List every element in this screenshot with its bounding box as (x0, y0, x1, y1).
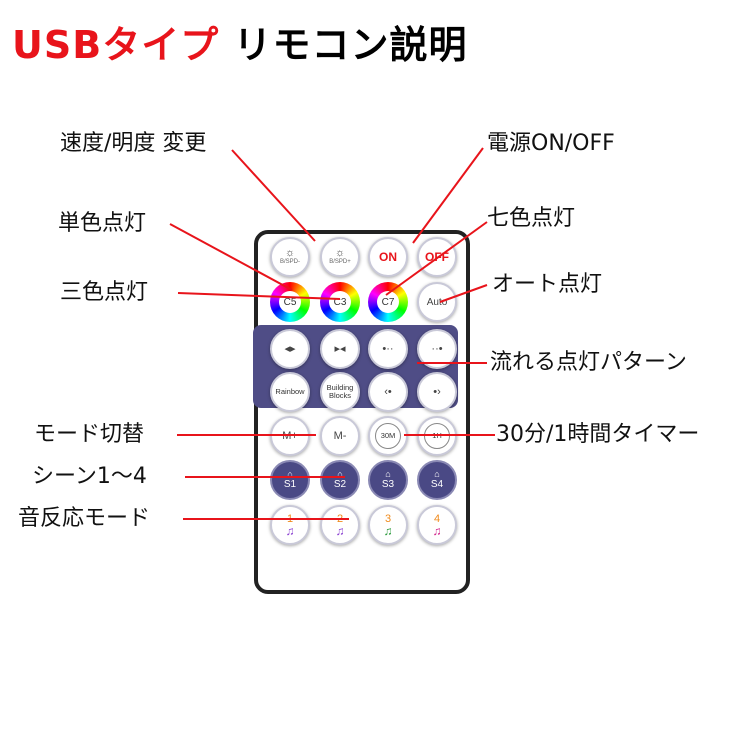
timer-30m-button[interactable]: 30M (368, 416, 408, 456)
label-timer: 30分/1時間タイマー (496, 422, 700, 447)
music-note-icon: ♫ (432, 523, 442, 538)
music-note-icon: ♫ (285, 523, 295, 538)
callout-line-power (412, 147, 484, 244)
dot-left-icon: •·· (382, 342, 394, 355)
flow-pattern-6-button[interactable]: •› (417, 372, 457, 412)
blocks-label: Blocks (328, 391, 352, 400)
chevron-dot-right-icon: •› (433, 385, 441, 398)
sound-mode-4-button[interactable]: 4 ♫ (417, 505, 457, 545)
rainbow-button[interactable]: Rainbow (270, 372, 310, 412)
flow-pattern-2-button[interactable]: ▸◂ (320, 329, 360, 369)
on-label: ON (379, 250, 397, 264)
scene-2-button[interactable]: ⌂ S2 (320, 460, 360, 500)
label-mode-switch: モード切替 (34, 422, 145, 447)
music-note-icon: ♫ (335, 523, 345, 538)
m-minus-label: M- (333, 429, 347, 442)
auto-label: Auto (426, 296, 448, 308)
house-icon: ⌂ (287, 469, 293, 479)
label-speed-brightness: 速度/明度 変更 (60, 131, 207, 156)
c7-label: C7 (377, 291, 399, 313)
n3-label: 3 (384, 512, 392, 525)
callout-line-speed (231, 149, 316, 242)
c3-label: C3 (329, 291, 351, 313)
title-remote-desc: リモコン説明 (233, 23, 468, 67)
s1-label: S1 (283, 479, 297, 490)
title-usb-type: USBタイプ (12, 23, 220, 67)
single-color-c3-button[interactable]: C3 (320, 282, 360, 322)
flow-pattern-3-button[interactable]: •·· (368, 329, 408, 369)
brightness-speed-down-button[interactable]: ☼ B/SPD- (270, 237, 310, 277)
spd-minus-label: B/SPD- (279, 259, 300, 265)
rainbow-label: Rainbow (275, 387, 305, 396)
s4-label: S4 (430, 479, 444, 490)
house-icon: ⌂ (337, 469, 343, 479)
brightness-speed-up-button[interactable]: ☼ B/SPD+ (320, 237, 360, 277)
s2-label: S2 (333, 479, 347, 490)
label-sound-mode: 音反応モード (18, 506, 151, 531)
s3-label: S3 (381, 479, 395, 490)
music-note-icon: ♫ (383, 523, 393, 538)
flow-pattern-1-button[interactable]: ◂▸ (270, 329, 310, 369)
sound-mode-3-button[interactable]: 3 ♫ (368, 505, 408, 545)
auto-button[interactable]: Auto (417, 282, 457, 322)
sun-icon: ☼ (284, 247, 296, 259)
dot-right-icon: ··• (431, 342, 443, 355)
arrows-out-icon: ◂▸ (284, 342, 296, 355)
scene-1-button[interactable]: ⌂ S1 (270, 460, 310, 500)
chevron-dot-left-icon: ‹• (384, 385, 392, 398)
building-label: Building (326, 383, 354, 392)
flow-pattern-5-button[interactable]: ‹• (368, 372, 408, 412)
label-scene: シーン1〜4 (32, 464, 147, 489)
label-power: 電源ON/OFF (487, 131, 615, 156)
callout-line-auto (439, 284, 488, 303)
label-auto: オート点灯 (492, 272, 603, 297)
sun-icon: ☼ (334, 247, 346, 259)
page-title: USBタイプ リモコン説明 (12, 14, 467, 69)
callout-line-three-color (177, 292, 341, 300)
label-seven-color: 七色点灯 (487, 206, 576, 231)
label-three-color: 三色点灯 (60, 280, 149, 305)
power-on-button[interactable]: ON (368, 237, 408, 277)
spd-plus-label: B/SPD+ (329, 259, 351, 265)
scene-3-button[interactable]: ⌂ S3 (368, 460, 408, 500)
seven-color-c7-button[interactable]: C7 (368, 282, 408, 322)
n4-label: 4 (433, 512, 441, 525)
label-flow-pattern: 流れる点灯パターン (490, 350, 687, 375)
house-icon: ⌂ (385, 469, 391, 479)
arrows-in-icon: ▸◂ (334, 342, 346, 355)
scene-4-button[interactable]: ⌂ S4 (417, 460, 457, 500)
t30-label: 30M (375, 423, 401, 449)
callout-line-single-color (169, 223, 293, 291)
mode-minus-button[interactable]: M- (320, 416, 360, 456)
label-single-color: 単色点灯 (58, 211, 147, 236)
building-blocks-button[interactable]: Building Blocks (320, 372, 360, 412)
house-icon: ⌂ (434, 469, 440, 479)
callout-line-seven-color (385, 221, 488, 296)
